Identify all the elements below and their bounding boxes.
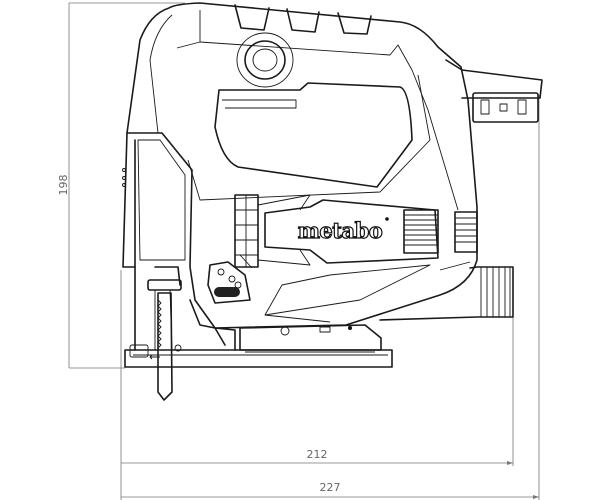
dimension-length-227: 227 <box>121 95 540 500</box>
saw-blade <box>134 266 182 401</box>
grip-ribs <box>403 209 478 254</box>
dust-extraction-port <box>379 266 514 321</box>
pendulum-lever <box>207 254 253 304</box>
dimension-212-label: 212 <box>307 448 328 461</box>
speed-dial <box>236 32 294 88</box>
dimension-length-212: 212 <box>120 270 514 500</box>
brand-logo: metabo <box>298 218 383 243</box>
logo-panel: metabo <box>257 194 439 266</box>
handle-grip <box>187 74 431 201</box>
side-vents <box>234 194 259 268</box>
dimension-height-label: 198 <box>57 175 70 196</box>
power-cable <box>445 59 543 123</box>
base-plate <box>124 299 393 368</box>
dimension-height: 198 <box>57 2 185 369</box>
top-vents <box>234 4 372 35</box>
dimension-227-label: 227 <box>320 481 341 494</box>
jigsaw-body <box>122 2 478 329</box>
